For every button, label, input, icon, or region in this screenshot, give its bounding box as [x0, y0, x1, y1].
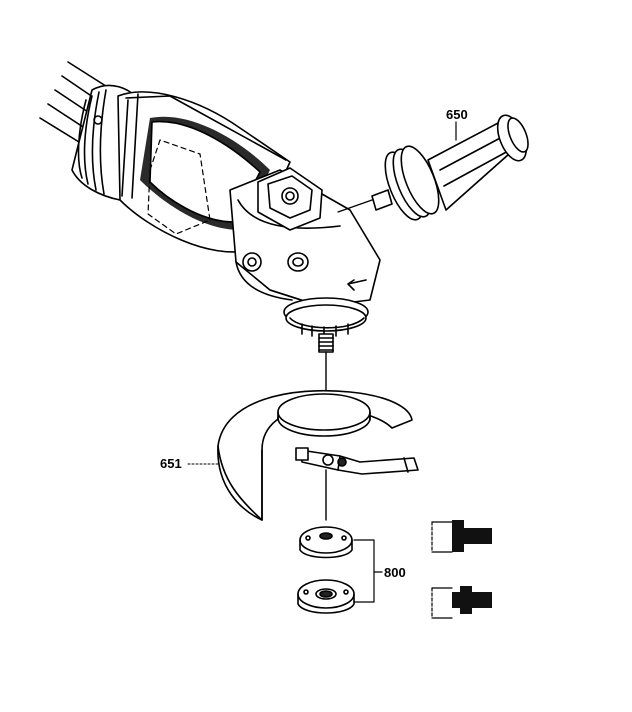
flange-section-detail-lower	[431, 586, 492, 619]
grinder-body	[71, 84, 381, 353]
side-handle-650	[337, 114, 529, 221]
callout-650: 650	[446, 107, 468, 122]
callout-800: 800	[384, 565, 406, 580]
flange-bracket	[353, 539, 375, 603]
flange-upper	[299, 526, 353, 559]
flange-section-detail-upper	[431, 520, 492, 553]
wheel-guard-651	[187, 389, 419, 521]
flange-lower	[297, 579, 355, 614]
callout-651: 651	[160, 456, 182, 471]
